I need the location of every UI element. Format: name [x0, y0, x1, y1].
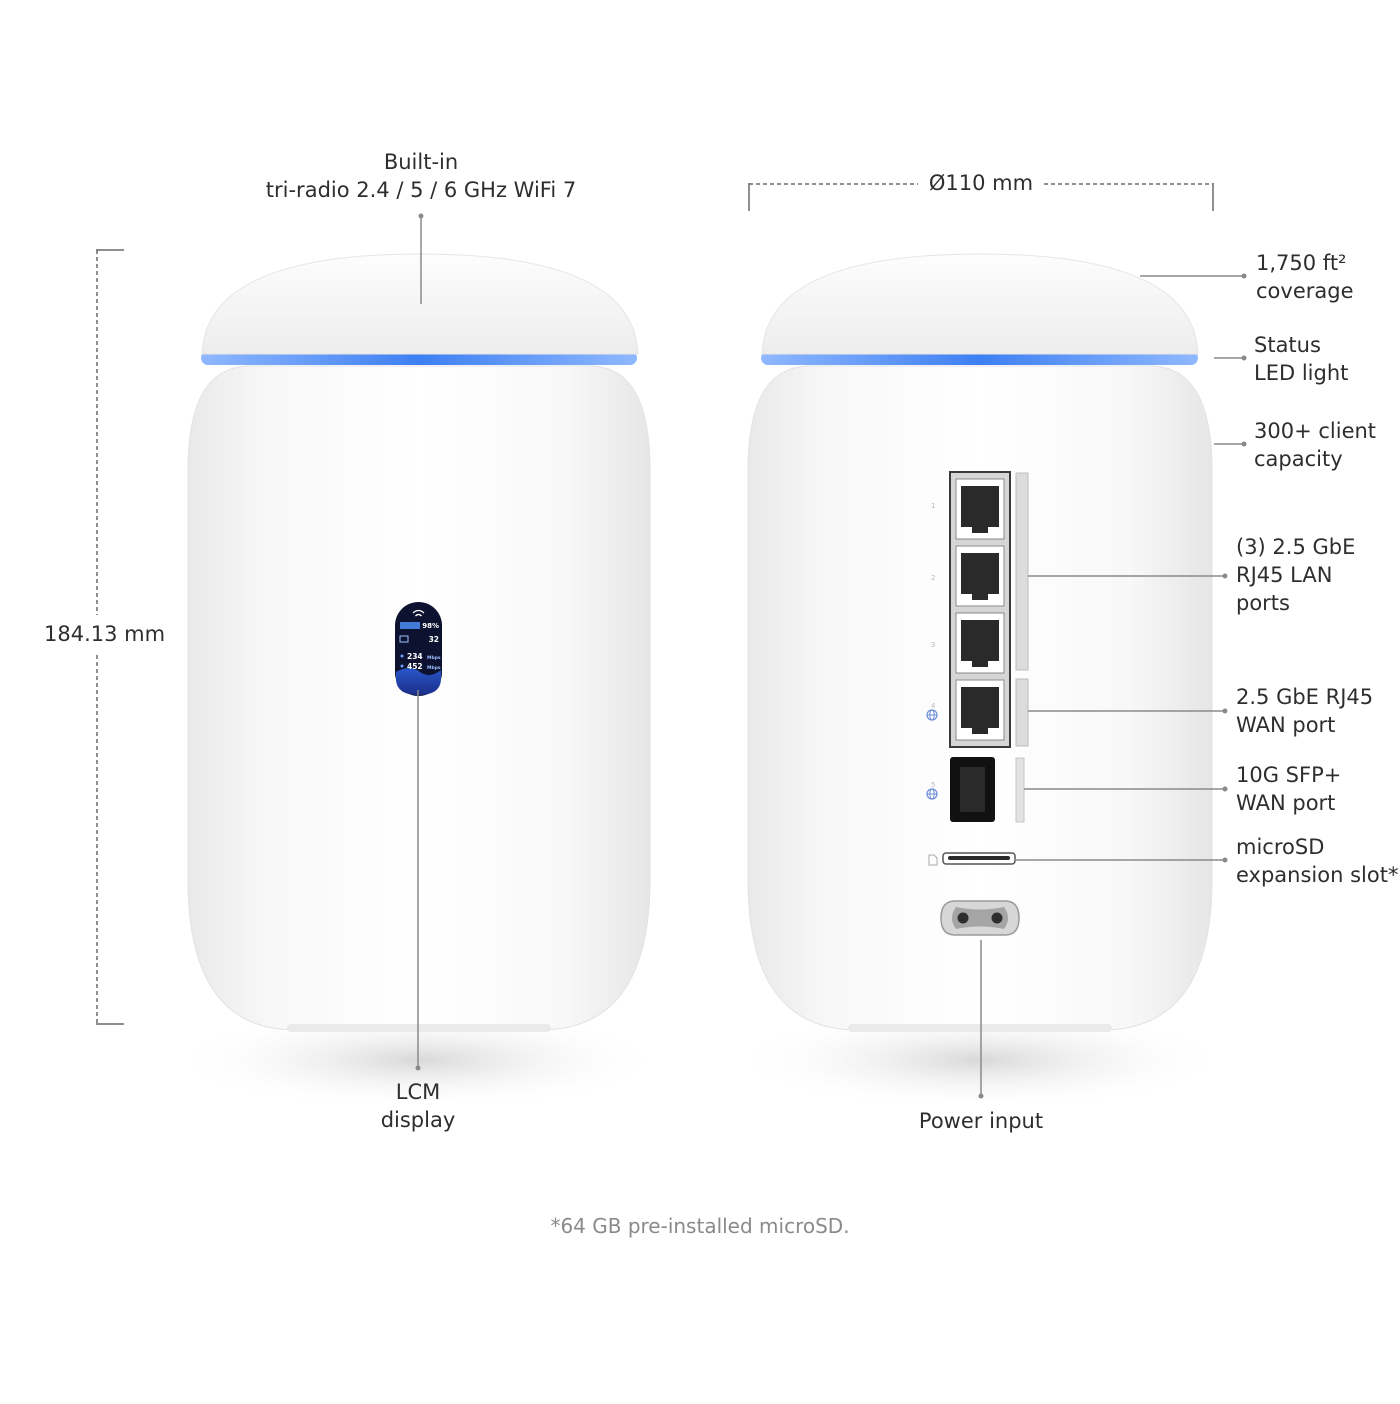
coverage-label-line: coverage — [1256, 279, 1354, 303]
microsd-label: microSD expansion slot* — [1236, 833, 1398, 889]
globe-icon — [926, 709, 938, 721]
rj45-port-2 — [955, 545, 1005, 607]
rj45-port-1 — [955, 478, 1005, 540]
power-label-line: Power input — [918, 1109, 1044, 1133]
diameter-label: Ø110 mm — [920, 169, 1042, 197]
lcm-unit: Mbps — [427, 655, 441, 661]
leader-lines — [415, 213, 1247, 1099]
status-led-label-line: Status — [1254, 333, 1321, 357]
wan-sfp-label-line: 10G SFP+ — [1236, 763, 1342, 787]
sfp-port — [950, 757, 995, 822]
diameter-dimension — [748, 183, 1214, 211]
wifi-label-line: Built-in — [383, 150, 459, 174]
front-foot — [287, 1024, 551, 1032]
front-body — [187, 365, 651, 1031]
lcm-upload: 452 — [407, 662, 423, 671]
front-cap — [201, 253, 639, 355]
wan-rj45-label-line: WAN port — [1236, 713, 1336, 737]
port-number: 4 — [931, 702, 936, 710]
wan-led-strip — [1015, 678, 1029, 747]
microsd-slot — [928, 852, 1016, 866]
lan-ports-label-line: (3) 2.5 GbE — [1236, 535, 1356, 559]
coverage-label: 1,750 ft² coverage — [1256, 249, 1354, 305]
sd-card-icon — [928, 854, 938, 866]
rear-device — [730, 253, 1230, 1110]
lcm-download: 234 — [407, 652, 423, 661]
lcm-signal: 98% — [422, 622, 439, 630]
coverage-label-line: 1,750 ft² — [1256, 251, 1347, 275]
wifi-label-line: tri-radio 2.4 / 5 / 6 GHz WiFi 7 — [265, 178, 577, 202]
clients-label-line: capacity — [1254, 447, 1343, 471]
diameter-value: Ø110 mm — [928, 171, 1034, 195]
lcm-screen-text: 98% 32 234 Mbps 452 Mbps — [407, 622, 441, 671]
microsd-label-line: expansion slot* — [1236, 863, 1399, 887]
sfp-led-strip — [1015, 757, 1025, 823]
lan-led-strip — [1015, 472, 1029, 671]
lcm-clients: 32 — [429, 635, 439, 644]
rj45-port-block — [949, 471, 1011, 748]
port-number-labels: 1 2 3 4 5 — [931, 502, 936, 789]
rear-shadow — [730, 1010, 1230, 1110]
wifi-label: Built-in tri-radio 2.4 / 5 / 6 GHz WiFi … — [221, 148, 621, 204]
port-number: 3 — [931, 641, 935, 649]
wan-rj45-label: 2.5 GbE RJ45 WAN port — [1236, 683, 1373, 739]
port-number: 1 — [931, 502, 935, 510]
rj45-port-3 — [955, 612, 1005, 674]
clients-label-line: 300+ client — [1254, 419, 1377, 443]
front-device — [168, 253, 668, 1110]
height-value: 184.13 mm — [44, 622, 166, 646]
height-dimension — [96, 249, 124, 1025]
clients-label: 300+ client capacity — [1254, 417, 1376, 473]
lan-ports-label-line: RJ45 LAN — [1236, 563, 1333, 587]
power-label: Power input — [880, 1107, 1082, 1135]
lan-ports-label-line: ports — [1236, 591, 1290, 615]
rear-cap — [761, 253, 1199, 355]
wan-rj45-label-line: 2.5 GbE RJ45 — [1236, 685, 1374, 709]
lcm-label-line: display — [380, 1108, 456, 1132]
microsd-label-line: microSD — [1236, 835, 1325, 859]
wan-sfp-label: 10G SFP+ WAN port — [1236, 761, 1341, 817]
globe-icon — [926, 788, 938, 800]
port-number: 2 — [931, 574, 935, 582]
status-led-label: Status LED light — [1254, 331, 1348, 387]
lcm-screen — [395, 602, 442, 696]
lan-ports-label: (3) 2.5 GbE RJ45 LAN ports — [1236, 533, 1355, 617]
status-led-label-line: LED light — [1254, 361, 1349, 385]
wan-sfp-label-line: WAN port — [1236, 791, 1336, 815]
power-inlet — [940, 900, 1020, 936]
rj45-port-4 — [955, 679, 1005, 741]
lcm-label-line: LCM — [395, 1080, 441, 1104]
height-label: 184.13 mm — [44, 620, 165, 648]
port-number: 5 — [931, 781, 935, 789]
footnote: *64 GB pre-installed microSD. — [550, 1214, 850, 1238]
lcm-label: LCM display — [318, 1078, 518, 1134]
rear-foot — [848, 1024, 1112, 1032]
lcm-unit: Mbps — [427, 665, 441, 671]
